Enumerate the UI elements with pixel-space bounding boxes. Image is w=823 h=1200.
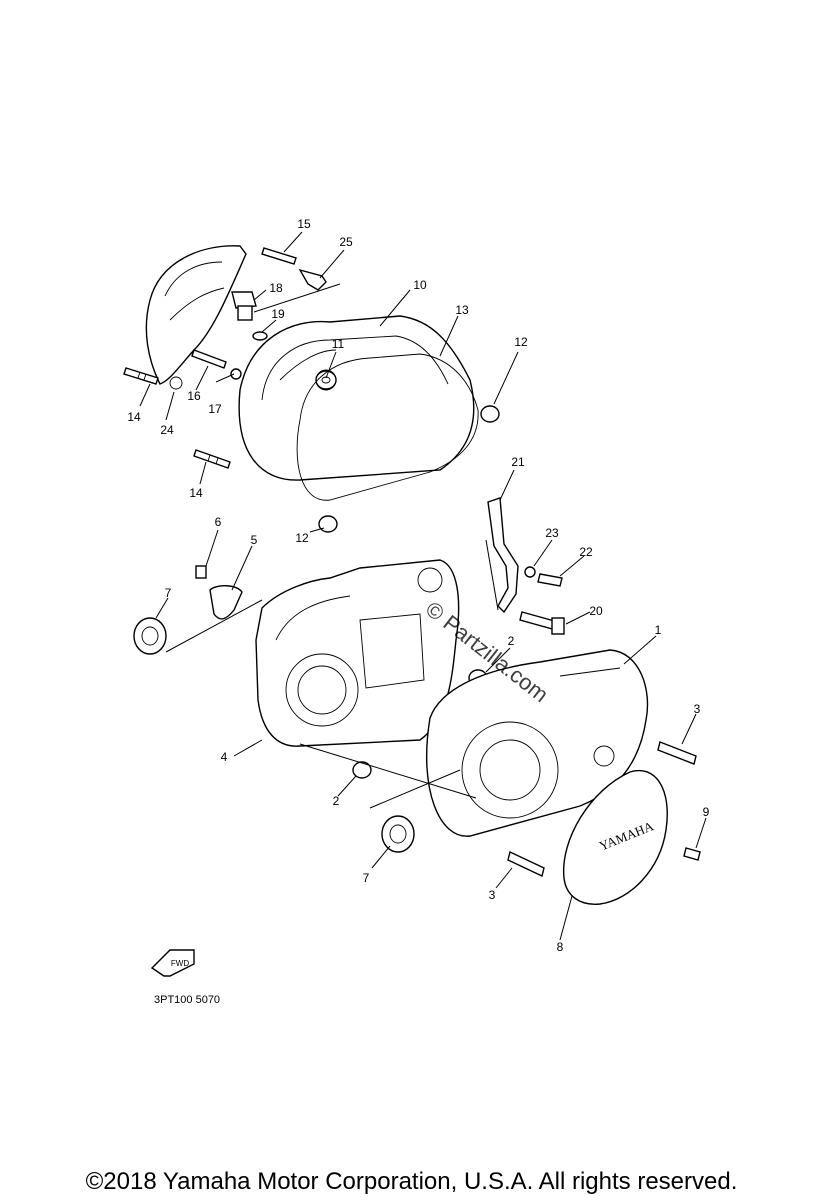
diagram-code: 3PT100 5070 xyxy=(154,994,221,1006)
callout-11: 11 xyxy=(332,337,345,351)
screw-9 xyxy=(683,847,701,861)
dowel-12-upper xyxy=(480,405,500,423)
dowel-2-lower xyxy=(352,761,372,779)
leader-lines xyxy=(139,231,707,941)
plug-18 xyxy=(231,291,257,321)
callout-12-upper: 12 xyxy=(514,335,528,349)
crankcase-right-1 xyxy=(426,649,649,837)
guard-plate xyxy=(145,245,247,390)
callout-17: 17 xyxy=(208,402,222,416)
callout-7-left: 7 xyxy=(165,586,172,600)
callout-13: 13 xyxy=(455,303,469,317)
bolt-14-lower xyxy=(193,449,231,469)
o-ring-19 xyxy=(252,331,268,341)
callout-4: 4 xyxy=(221,750,228,764)
callout-3-lower: 3 xyxy=(489,888,496,902)
bearing-11 xyxy=(315,370,337,390)
callout-5: 5 xyxy=(251,533,258,547)
crankcase-cover-10 xyxy=(238,315,475,481)
oil-seal-7-left xyxy=(133,617,167,655)
crankcase-left-4 xyxy=(255,559,460,747)
gasket-13 xyxy=(296,353,479,501)
callout-19: 19 xyxy=(271,307,285,321)
callout-22: 22 xyxy=(579,545,593,559)
callout-3-right: 3 xyxy=(694,702,701,716)
pin-25 xyxy=(298,268,327,291)
bolt-6 xyxy=(195,565,207,579)
callout-15: 15 xyxy=(297,217,311,231)
callout-16: 16 xyxy=(187,389,201,403)
bolt-22 xyxy=(537,573,563,587)
cover-8: YAMAHA xyxy=(562,769,668,905)
callout-6: 6 xyxy=(215,515,222,529)
bolt-20 xyxy=(519,611,565,635)
callout-7-lower: 7 xyxy=(363,871,370,885)
callout-2-upper: 2 xyxy=(508,634,515,648)
callout-9: 9 xyxy=(703,805,710,819)
callout-18: 18 xyxy=(269,281,283,295)
callout-20: 20 xyxy=(589,604,603,618)
callout-24: 24 xyxy=(160,423,174,437)
copyright-footer: ©2018 Yamaha Motor Corporation, U.S.A. A… xyxy=(85,1168,738,1195)
callout-10: 10 xyxy=(413,278,427,292)
callout-1: 1 xyxy=(655,623,662,637)
bracket-21 xyxy=(487,497,519,614)
callout-14-upper: 14 xyxy=(127,410,141,424)
shift-fork-5 xyxy=(209,585,243,620)
fwd-label: FWD xyxy=(171,959,189,968)
callout-21: 21 xyxy=(511,455,525,469)
bolt-3-lower xyxy=(507,851,545,877)
callout-23: 23 xyxy=(545,526,559,540)
fwd-arrow-icon: FWD xyxy=(150,949,195,977)
dowel-12-lower xyxy=(318,515,338,533)
washer-23 xyxy=(524,566,536,578)
bolt-16 xyxy=(191,349,242,380)
oil-seal-7-lower xyxy=(381,815,415,853)
callout-8: 8 xyxy=(557,940,564,954)
callout-25: 25 xyxy=(339,235,353,249)
bolt-3-right xyxy=(657,741,697,765)
bolt-15 xyxy=(261,247,297,265)
callout-2-lower: 2 xyxy=(333,794,340,808)
callout-14-lower: 14 xyxy=(189,486,203,500)
bolt-14-upper xyxy=(123,367,159,385)
callout-12-lower: 12 xyxy=(295,531,309,545)
callout-numbers: 1 2 2 3 3 4 5 6 7 7 8 9 10 11 12 12 13 1… xyxy=(127,217,709,954)
